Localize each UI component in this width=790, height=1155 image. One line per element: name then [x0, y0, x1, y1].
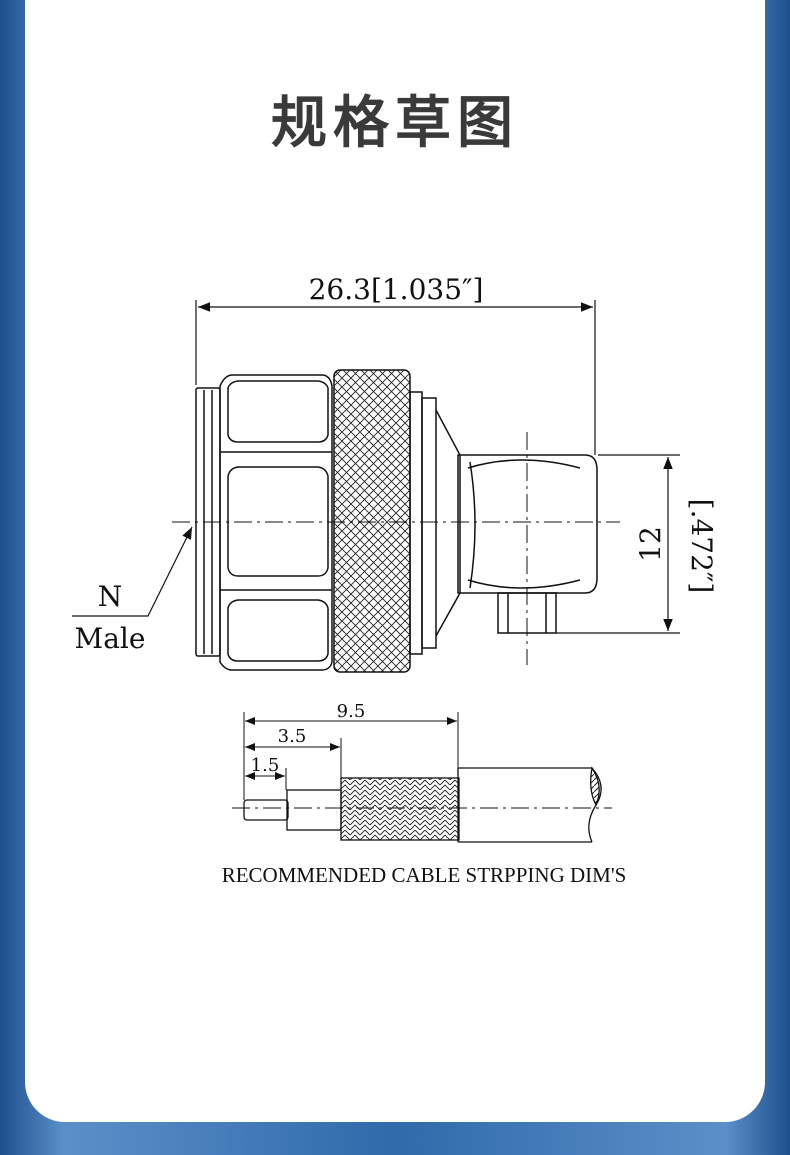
strip-dimension-3-5: 3.5 — [278, 726, 307, 747]
strip-dimension-9-5: 9.5 — [337, 701, 366, 722]
stripping-caption: RECOMMENDED CABLE STRPPING DIM'S — [222, 863, 627, 887]
stripping-drawing — [232, 712, 612, 843]
page-title: 规格草图 — [271, 91, 519, 156]
strip-dimension-1-5: 1.5 — [251, 755, 280, 776]
connector-drawing — [72, 300, 680, 673]
type-label-male: Male — [75, 622, 146, 655]
length-dimension: 26.3[1.035″] — [309, 273, 484, 306]
type-label-n: N — [98, 580, 123, 613]
height-dimension-inch: [.472″] — [685, 499, 718, 594]
height-dimension: 12 — [634, 526, 667, 562]
